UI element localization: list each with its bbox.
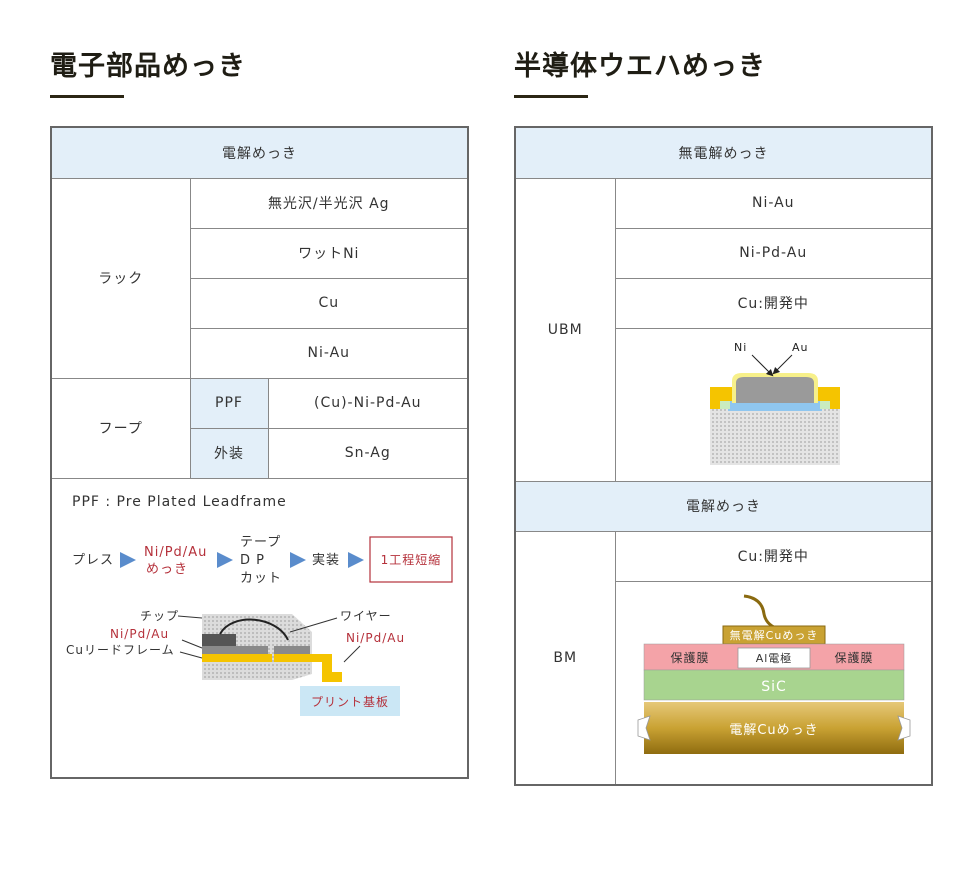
- package-diagram: チップ Ni/Pd/Au Cuリードフレーム ワイヤー Ni/Pd/Au プリン…: [66, 609, 405, 716]
- label-al-electrode: Al電極: [755, 651, 792, 665]
- flow-press: プレス: [72, 553, 114, 568]
- right-title-underline: [514, 95, 588, 98]
- label-leadframe: Cuリードフレーム: [66, 643, 175, 657]
- leadframe-leader: [179, 651, 203, 658]
- leadframe-right: [274, 653, 342, 682]
- lead-pad: [274, 645, 310, 654]
- ppf-note: PPF : Pre Plated Leadframe: [72, 493, 287, 510]
- bm-item: Cu:開発中: [614, 530, 933, 582]
- arrow-icon: [751, 354, 774, 376]
- hoop-value: (Cu)-Ni-Pd-Au: [267, 377, 469, 429]
- right-section-title: 半導体ウエハめっき: [514, 51, 766, 82]
- shortened-box: [369, 535, 453, 583]
- plating-right-leader: [343, 645, 361, 662]
- label-protect-right: 保護膜: [834, 650, 873, 665]
- label-wire: ワイヤー: [340, 609, 392, 623]
- break-mark-left: [637, 714, 651, 741]
- ubm-item: Cu:開発中: [614, 277, 933, 329]
- label-top-cu: 無電解Cuめっき: [729, 628, 818, 642]
- process-flow: プレス Ni/Pd/Au めっき テープ D P カット 実装 1工程短縮: [72, 535, 453, 586]
- hoop-label: フープ: [50, 377, 191, 479]
- chip-leader: [177, 615, 203, 618]
- hoop-sub-label: PPF: [189, 377, 269, 429]
- left-section-title: 電子部品めっき: [50, 51, 246, 82]
- ni-layer: [735, 376, 814, 403]
- flow-plating-1: Ni/Pd/Au: [144, 545, 207, 560]
- die-pad: [202, 645, 268, 654]
- rack-item: 無光沢/半光沢 Ag: [189, 177, 469, 229]
- flow-tape-1: テープ: [240, 535, 281, 550]
- flow-mount: 実装: [312, 552, 340, 568]
- flow-plating-2: めっき: [146, 562, 188, 577]
- break-mark-right: [897, 714, 911, 741]
- flow-tape-3: カット: [240, 571, 282, 586]
- label-au: Au: [792, 341, 809, 354]
- ubm-diagram-cell: Ni Au: [614, 327, 933, 482]
- edge-left: [719, 400, 730, 409]
- al-pad: [727, 400, 822, 411]
- ubm-item: Ni-Pd-Au: [614, 227, 933, 279]
- ubm-item: Ni-Au: [614, 177, 933, 229]
- label-bottom-cu: 電解Cuめっき: [729, 723, 818, 738]
- flow-tape-2: D P: [240, 553, 265, 568]
- plating-leader: [181, 639, 203, 648]
- flow-shortened: 1工程短縮: [381, 552, 442, 567]
- hoop-value: Sn-Ag: [267, 427, 469, 479]
- bond-wire-bm: [743, 594, 777, 629]
- electroless-header: 無電解めっき: [514, 126, 933, 179]
- bm-diagram: 無電解Cuめっき 保護膜 Al電極 保護膜 SiC 電解Cuめっき: [637, 594, 911, 754]
- bm-label: BM: [514, 530, 616, 785]
- arrow-icon: [772, 354, 793, 374]
- label-chip: チップ: [140, 609, 179, 623]
- label-board: プリント基板: [311, 695, 389, 709]
- sic-layer: [643, 669, 904, 700]
- rack-item: Ni-Au: [189, 327, 469, 379]
- electrolytic-header: 電解めっき: [50, 126, 469, 179]
- ppf-note-cell: PPF : Pre Plated Leadframe プレス Ni/Pd/Au …: [50, 477, 469, 779]
- label-protect-left: 保護膜: [670, 650, 709, 665]
- wafer-plating-table: 無電解めっき UBM Ni-Au Ni-Pd-Au Cu:開発中: [514, 126, 933, 786]
- rack-item: Cu: [189, 277, 469, 329]
- label-plating-right: Ni/Pd/Au: [346, 631, 405, 645]
- bm-diagram-cell: 無電解Cuめっき 保護膜 Al電極 保護膜 SiC 電解Cuめっき: [614, 580, 933, 785]
- edge-right: [819, 400, 830, 409]
- label-ni: Ni: [734, 341, 747, 354]
- chip-shape: [202, 633, 236, 646]
- hoop-sub-label: 外装: [189, 427, 269, 479]
- electrolytic-header-right: 電解めっき: [514, 480, 933, 532]
- ubm-diagram: Ni Au: [709, 341, 840, 465]
- printed-board: [300, 685, 400, 716]
- left-title-underline: [50, 95, 124, 98]
- ubm-label: UBM: [514, 177, 616, 482]
- wafer-substrate: [709, 408, 840, 465]
- label-sic: SiC: [761, 679, 787, 695]
- leadframe-left: [202, 653, 272, 662]
- bond-wire: [219, 618, 289, 640]
- wire-leader: [289, 617, 338, 632]
- rack-label: ラック: [50, 177, 191, 379]
- label-plating-left: Ni/Pd/Au: [110, 627, 169, 641]
- al-electrode: [737, 647, 811, 668]
- electrolytic-cu-layer: [643, 701, 904, 754]
- rack-item: ワットNi: [189, 227, 469, 279]
- electronic-parts-table: 電解めっき ラック 無光沢/半光沢 Ag ワットNi Cu Ni-Au フープ …: [50, 126, 470, 779]
